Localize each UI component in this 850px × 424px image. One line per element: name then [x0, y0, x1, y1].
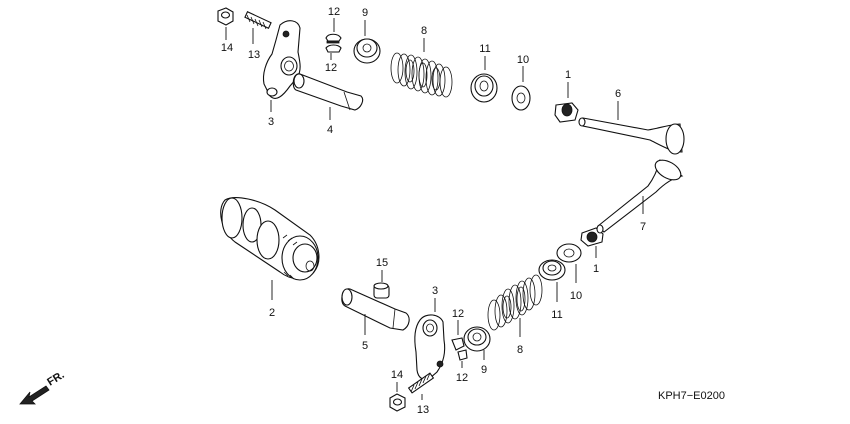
valve-guide-1-upper: [554, 102, 579, 123]
callout-7: 7: [640, 221, 646, 233]
callout-8-lower: 8: [517, 344, 523, 356]
callout-3-lower: 3: [432, 285, 438, 297]
dowel-pin-15: [373, 282, 390, 299]
spring-retainer-9-upper: [353, 38, 381, 64]
callout-12-lower-b: 12: [456, 372, 468, 384]
callout-9-upper: 9: [362, 7, 368, 19]
rocker-arm-3-lower: [414, 314, 446, 381]
callout-12-upper-b: 12: [325, 62, 337, 74]
callout-10-upper: 10: [517, 54, 529, 66]
spring-seat-10-lower: [556, 243, 582, 263]
valve-cotter-12-upper: [325, 33, 342, 53]
front-label: FR.: [45, 369, 66, 389]
adjusting-screw-13-upper: [244, 11, 272, 30]
callout-14-lower: 14: [391, 369, 403, 381]
nut-14-upper: [217, 7, 234, 26]
camshaft-2: [220, 197, 320, 281]
rocker-arm-3-upper: [262, 20, 301, 99]
callout-11-upper: 11: [479, 43, 490, 55]
rocker-shaft-4: [292, 73, 364, 111]
nut-14-lower: [389, 393, 406, 412]
callout-2: 2: [269, 307, 275, 319]
spring-retainer-9-lower: [463, 326, 491, 352]
valve-spring-8-lower: [487, 274, 543, 331]
callout-4: 4: [327, 124, 333, 136]
callout-1-upper: 1: [565, 69, 571, 81]
callout-12-upper-a: 12: [328, 6, 340, 18]
valve-cotter-12-lower: [451, 337, 468, 361]
callout-15: 15: [376, 257, 388, 269]
callout-8-upper: 8: [421, 25, 427, 37]
callout-14-upper: 14: [221, 42, 233, 54]
callout-12-lower-a: 12: [452, 308, 464, 320]
adjusting-screw-13-lower: [407, 372, 435, 394]
spring-seat-10-upper: [511, 85, 531, 111]
rocker-shaft-5: [341, 288, 410, 331]
callout-13-upper: 13: [248, 49, 260, 61]
stem-seal-11-upper: [470, 73, 498, 103]
callout-5: 5: [362, 340, 368, 352]
callout-1-lower: 1: [593, 263, 599, 275]
callout-9-lower: 9: [481, 364, 487, 376]
front-direction-arrow-icon: [19, 385, 50, 405]
callout-10-lower: 10: [570, 290, 582, 302]
callout-3-upper: 3: [268, 116, 274, 128]
intake-valve-6: [578, 117, 685, 155]
callout-13-lower: 13: [417, 404, 429, 416]
reference-code: KPH7−E0200: [658, 390, 725, 402]
exhaust-valve-7: [596, 159, 684, 234]
callout-6: 6: [615, 88, 621, 100]
callout-11-lower: 11: [551, 309, 562, 321]
stem-seal-11-lower: [538, 259, 566, 281]
valve-spring-8-upper: [390, 52, 453, 98]
